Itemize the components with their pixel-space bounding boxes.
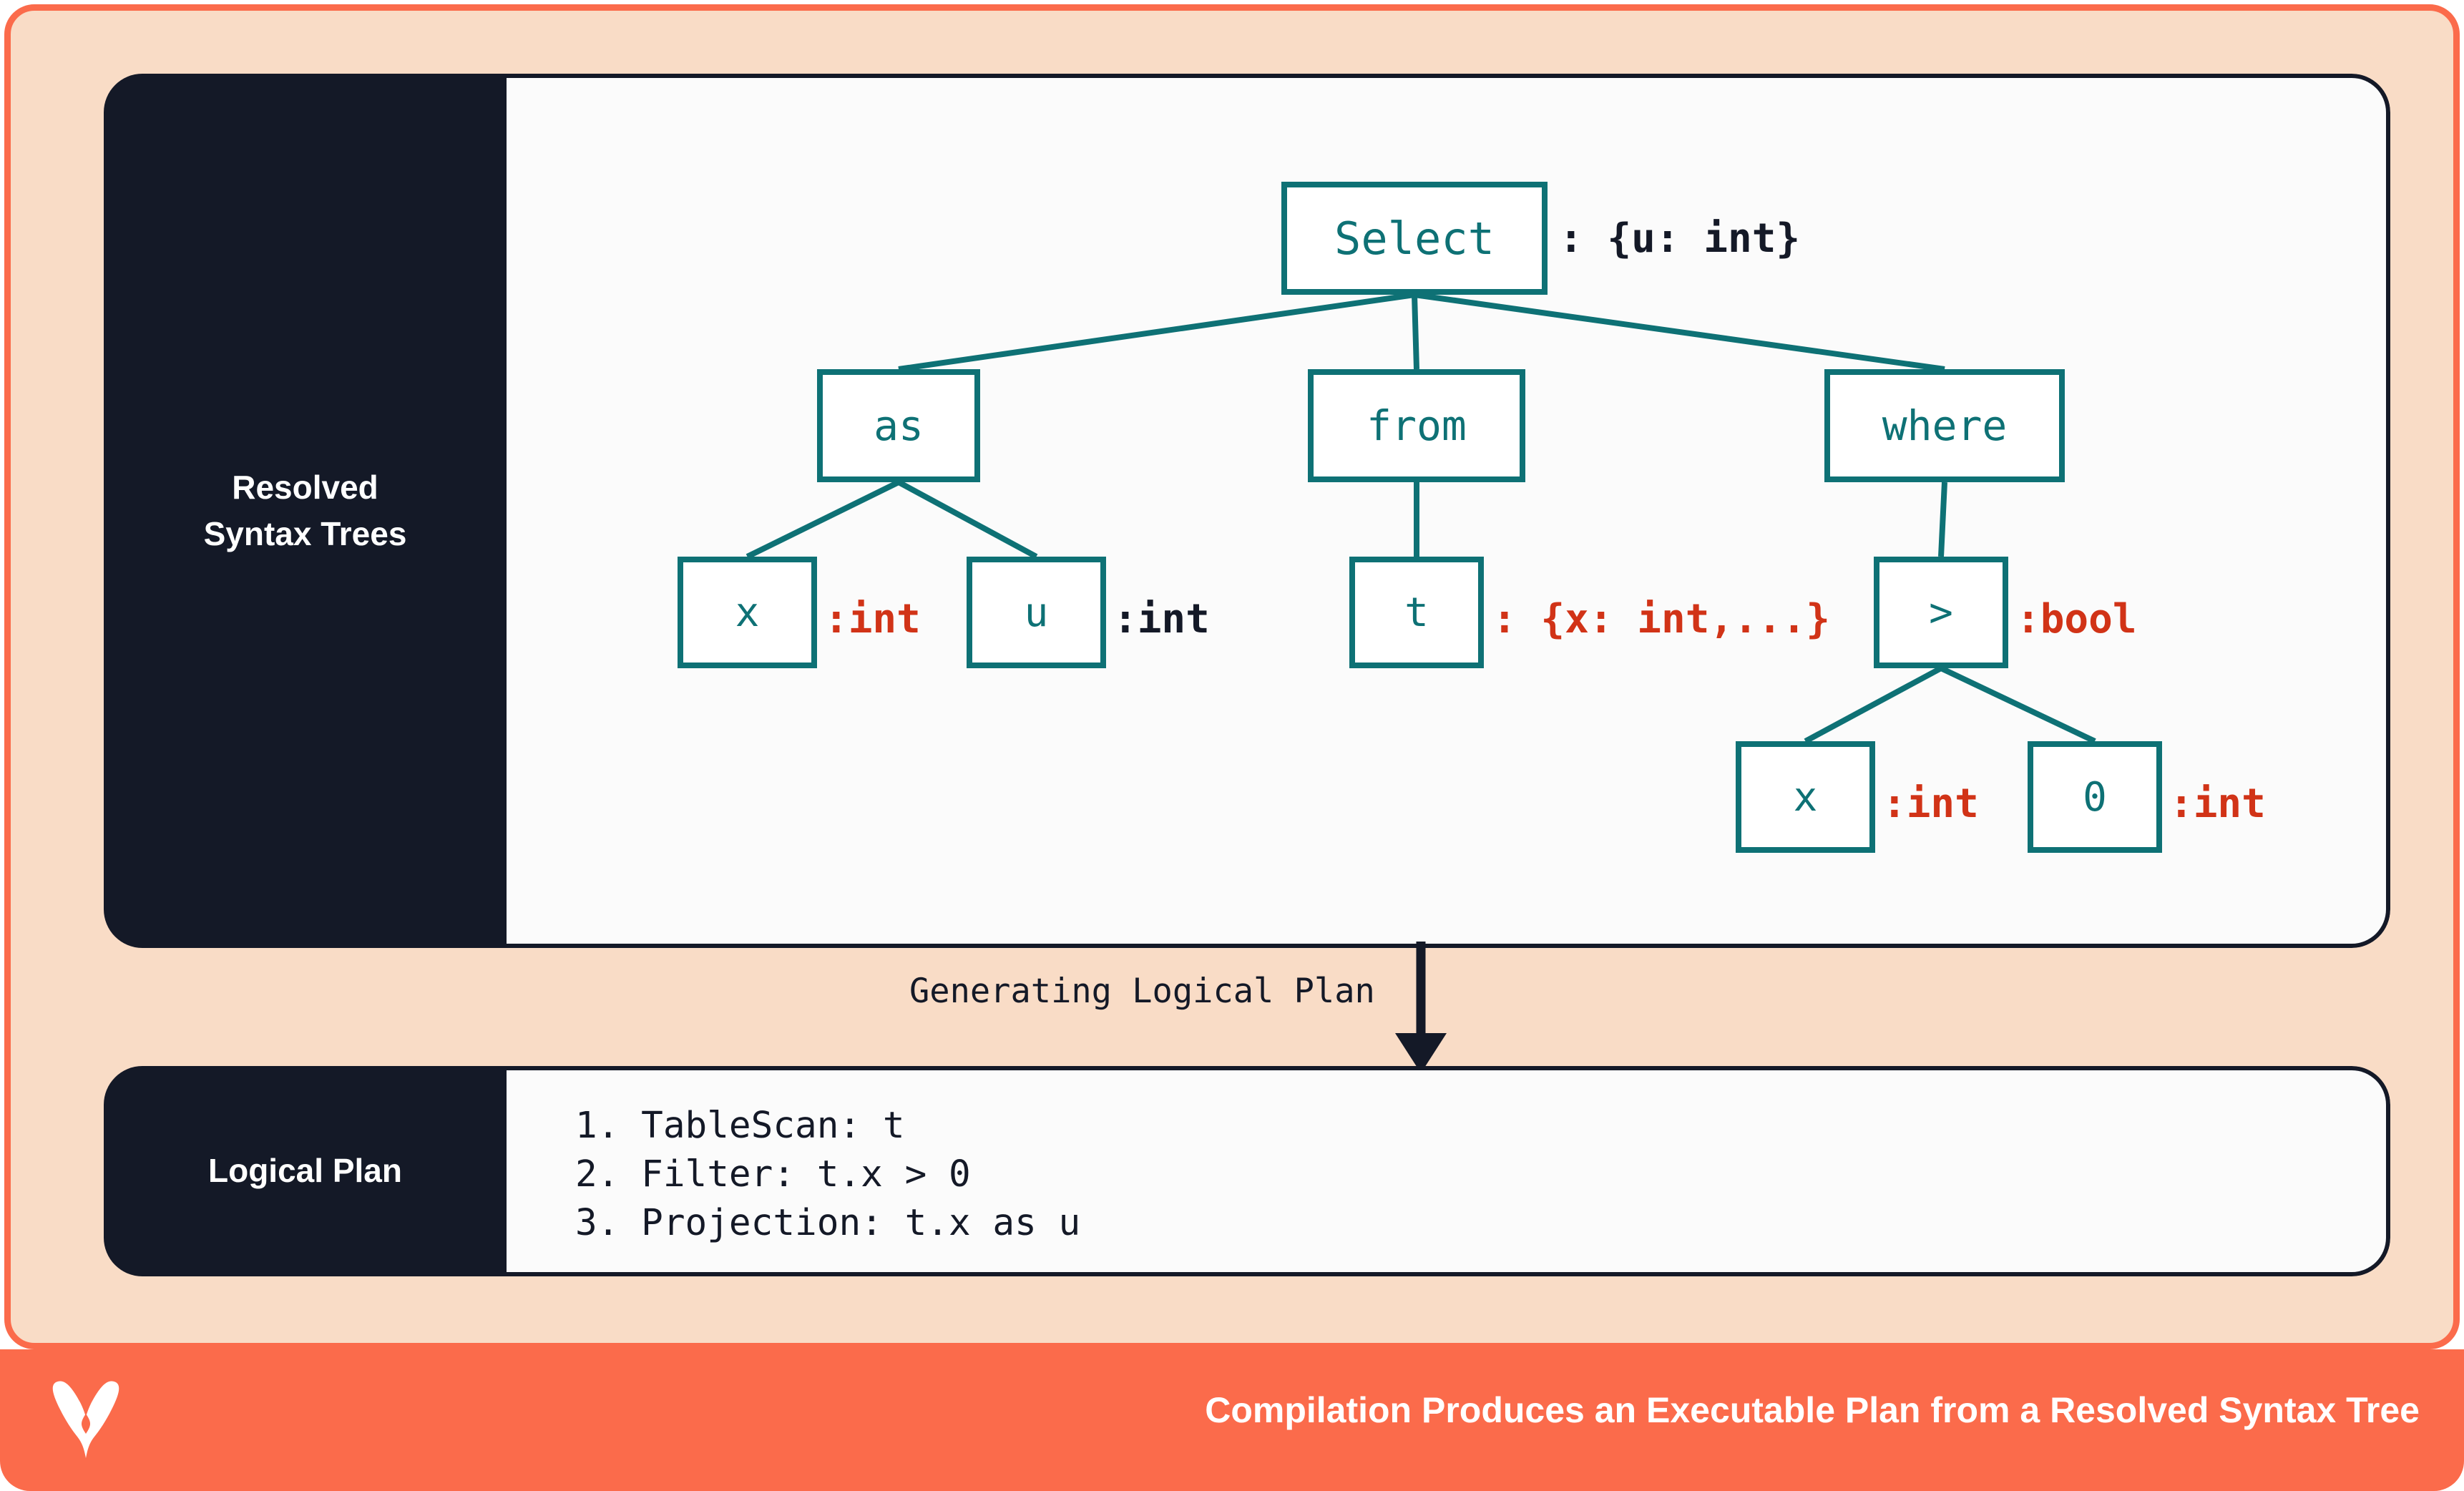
- resolved-syntax-trees-card: Resolved Syntax Trees Select as from where x…: [104, 74, 2390, 948]
- tree-edges: [745, 292, 2096, 744]
- tree-node-leaf-x2[interactable]: x: [1736, 741, 1875, 853]
- tree-node-leaf-x1[interactable]: x: [678, 557, 817, 668]
- tree-edge: [745, 479, 900, 559]
- resolved-syntax-trees-label: Resolved Syntax Trees: [104, 74, 507, 948]
- type-annotation-ann-t: : {x: int,...}: [1492, 596, 1831, 642]
- down-arrow-icon: [1395, 942, 1447, 1073]
- rst-label-line1: Resolved: [232, 468, 378, 506]
- tree-node-gt[interactable]: >: [1874, 557, 2008, 668]
- plan-step: 3. Projection: t.x as u: [575, 1201, 1081, 1244]
- rst-label-line2: Syntax Trees: [203, 515, 407, 552]
- footer-caption: Compilation Produces an Executable Plan …: [1205, 1390, 2420, 1430]
- butterfly-x-logo-icon: [52, 1381, 119, 1458]
- plan-step: 2. Filter: t.x > 0: [575, 1153, 971, 1196]
- tree-node-leaf-t[interactable]: t: [1349, 557, 1484, 668]
- tree-edge: [1940, 665, 2096, 744]
- tree-edge: [1804, 665, 1942, 744]
- type-annotation-ann-select: : {u: int}: [1559, 215, 1801, 262]
- type-annotation-ann-x1: :int: [824, 596, 921, 642]
- tree-edge: [898, 292, 1415, 372]
- logical-plan-steps: 1. TableScan: t 2. Filter: t.x > 0 3. Proj…: [575, 1102, 1080, 1247]
- type-annotation-ann-0: :int: [2169, 781, 2266, 827]
- logical-plan-card: Logical Plan 1. TableScan: t 2. Filter: t…: [104, 1066, 2390, 1276]
- transition-label: Generating Logical Plan: [909, 972, 1375, 1011]
- tree-node-where[interactable]: where: [1824, 369, 2065, 482]
- syntax-tree-canvas: Select as from where x u t > x 0 : {u: int} :int :in…: [507, 78, 2386, 944]
- logical-plan-label: Logical Plan: [104, 1066, 507, 1276]
- type-annotation-ann-gt: :bool: [2016, 596, 2137, 642]
- tree-edge: [897, 479, 1038, 559]
- footer-banner: Compilation Produces an Executable Plan …: [0, 1349, 2464, 1491]
- tree-node-from[interactable]: from: [1308, 369, 1525, 482]
- plan-label-text: Logical Plan: [208, 1152, 402, 1190]
- tree-node-leaf-0[interactable]: 0: [2028, 741, 2162, 853]
- tree-edge: [1938, 481, 1947, 557]
- tree-node-select[interactable]: Select: [1281, 182, 1548, 295]
- type-annotation-ann-u: :int: [1113, 596, 1210, 642]
- tree-node-as[interactable]: as: [817, 369, 980, 482]
- tree-node-leaf-u[interactable]: u: [967, 557, 1106, 668]
- type-annotation-ann-x2: :int: [1882, 781, 1979, 827]
- tree-edge: [1412, 294, 1419, 370]
- logical-plan-panel: 1. TableScan: t 2. Filter: t.x > 0 3. Proj…: [507, 1066, 2390, 1276]
- syntax-tree-panel: Select as from where x u t > x 0 : {u: int} :int :in…: [507, 74, 2390, 948]
- tree-edge: [1414, 292, 1945, 372]
- plan-step: 1. TableScan: t: [575, 1105, 905, 1147]
